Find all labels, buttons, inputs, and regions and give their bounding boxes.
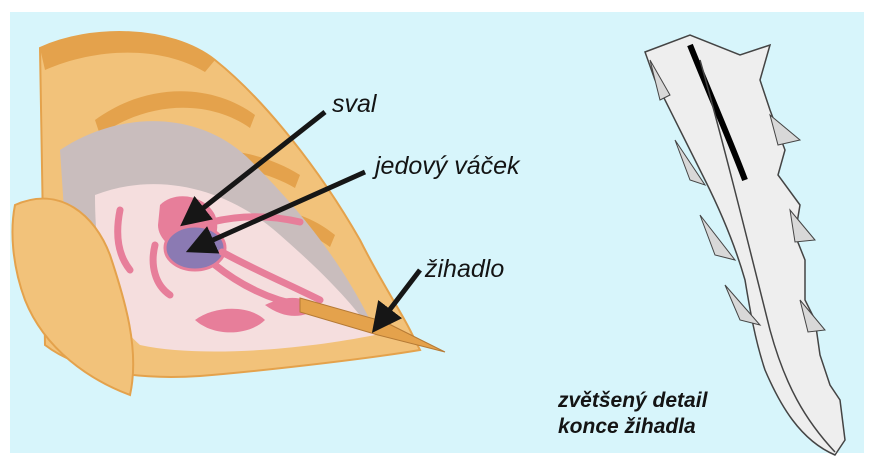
stinger-barb-6 — [790, 210, 815, 242]
label-stinger: žihadlo — [425, 255, 504, 284]
caption-enlarged-detail: zvětšený detail konce žihadla — [558, 388, 707, 440]
caption-line-2: konce žihadla — [558, 414, 707, 440]
label-venom-sac: jedový váček — [375, 152, 520, 181]
label-muscle: sval — [332, 90, 376, 119]
caption-line-1: zvětšený detail — [558, 388, 707, 414]
